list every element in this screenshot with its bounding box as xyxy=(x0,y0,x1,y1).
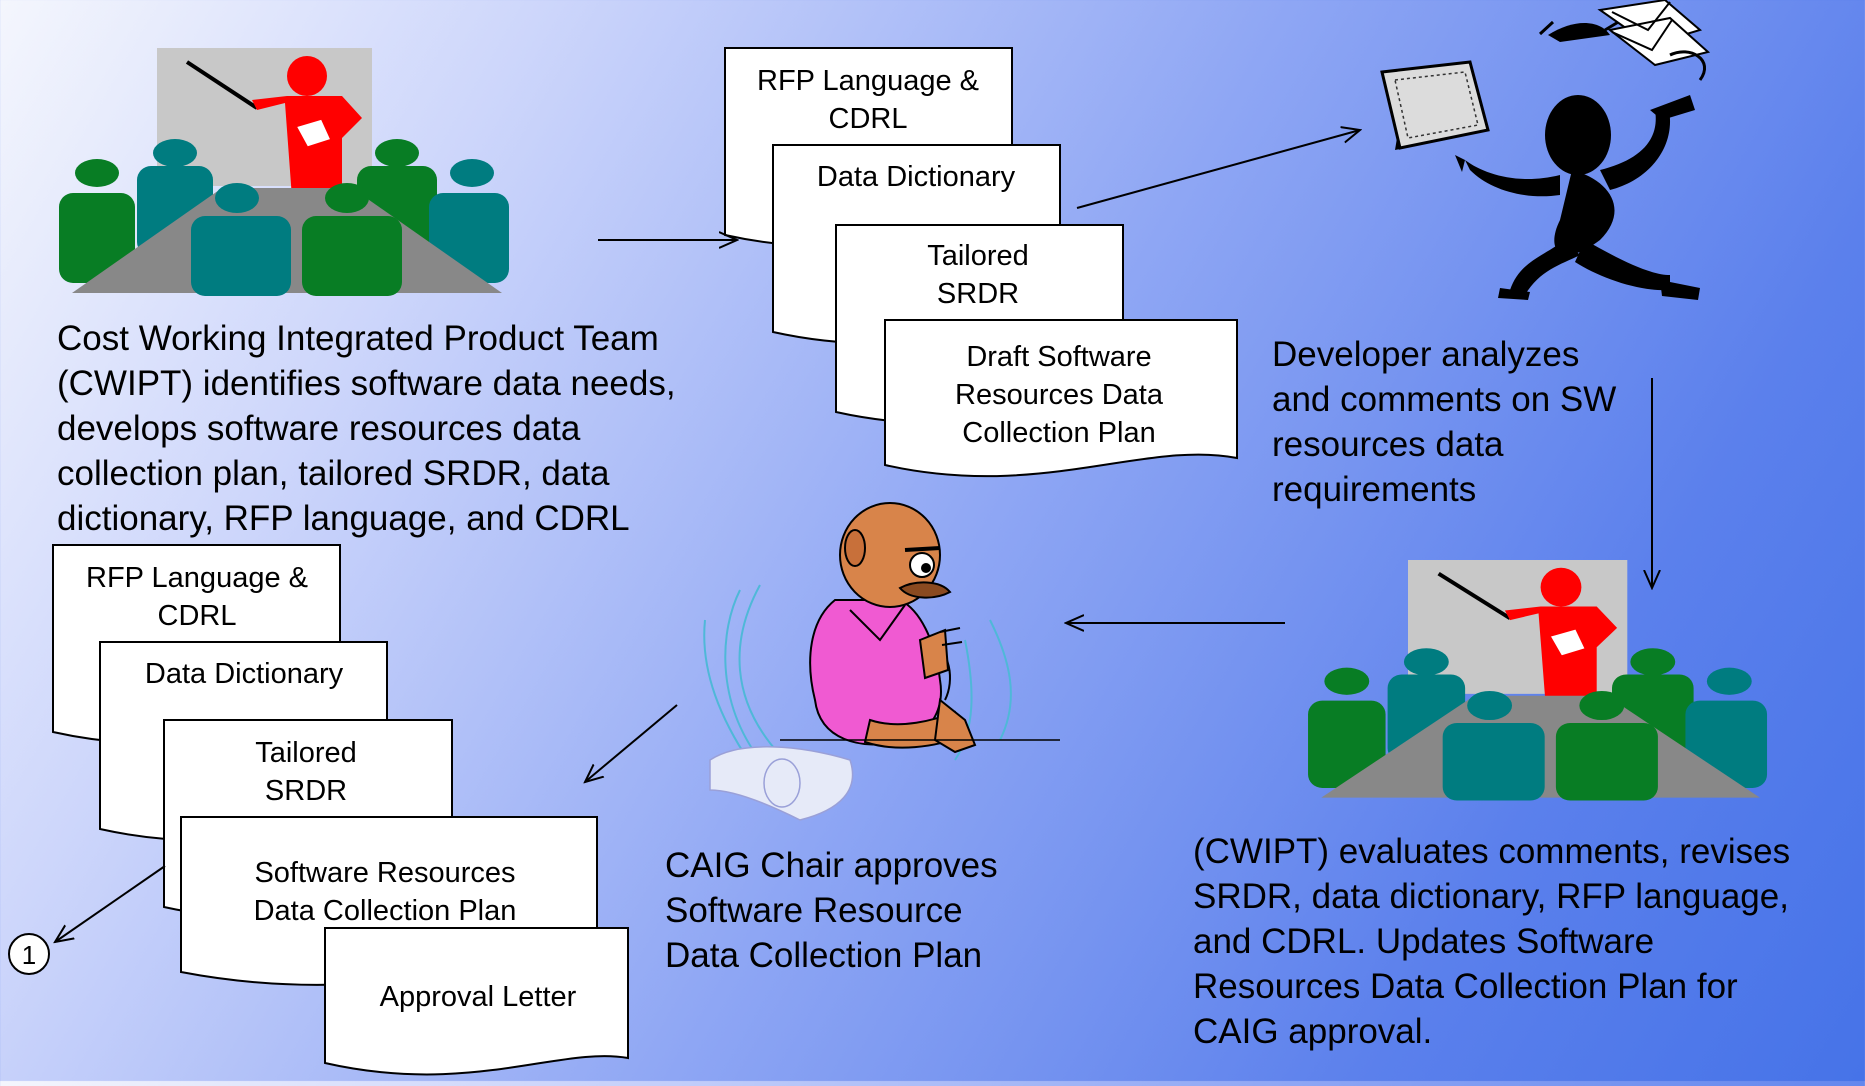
caption-cwipt-evaluates: (CWIPT) evaluates comments, revises SRDR… xyxy=(1193,832,1791,1051)
arrow-caig-to-docs xyxy=(585,704,678,782)
document-label-line: CDRL xyxy=(158,600,237,632)
document-label-line: SRDR xyxy=(265,775,347,807)
caption-cwipt-identifies: Cost Working Integrated Product Team (CW… xyxy=(57,319,676,538)
svg-text:RFP Language &CDRL: RFP Language & CDRL xyxy=(86,562,308,632)
document-stack-bottom: RFP Language & CDRL Data Dictionary Tailo… xyxy=(52,544,629,1076)
document-label-line: Tailored xyxy=(927,240,1029,272)
svg-text:Data Dictionary: Data Dictionary xyxy=(817,161,1016,193)
document-label-line: Data Dictionary xyxy=(817,161,1016,193)
caig-chair-figure xyxy=(703,502,1060,821)
document-label-line: Resources Data xyxy=(955,379,1164,411)
document-label-line: RFP Language & xyxy=(86,562,308,594)
caption-developer: Developer analyzes and comments on SW re… xyxy=(1272,335,1617,509)
document-label-line: Draft Software xyxy=(966,341,1151,373)
document-label-line: Data Collection Plan xyxy=(254,895,517,927)
svg-text:Data Dictionary: Data Dictionary xyxy=(145,658,344,690)
document-approval-letter: Approval Letter xyxy=(324,927,629,1076)
document-label-line: Software Resources xyxy=(254,857,515,889)
connector-label: 1 xyxy=(22,940,36,970)
svg-text:RFP Language &CDRL: RFP Language & CDRL xyxy=(757,65,979,135)
meeting-illustration-top xyxy=(57,46,511,298)
document-label-line: Collection Plan xyxy=(962,417,1155,449)
caption-caig-chair: CAIG Chair approves Software Resource Da… xyxy=(665,846,998,975)
arrow-docs-to-developer xyxy=(1076,130,1360,209)
meeting-illustration-bottom xyxy=(1308,560,1767,801)
document-label-line: Approval Letter xyxy=(380,981,577,1013)
document-label-line: CDRL xyxy=(829,103,908,135)
arrow-docs-to-connector xyxy=(55,865,166,942)
document-label-line: SRDR xyxy=(937,278,1019,310)
document-label-line: RFP Language & xyxy=(757,65,979,97)
svg-text:Approval Letter: Approval Letter xyxy=(380,981,577,1013)
connector-1: 1 xyxy=(8,933,50,975)
document-stack-top: RFP Language & CDRL Data Dictionary Tailo… xyxy=(724,47,1238,478)
developer-figure xyxy=(1380,0,1711,300)
document-label-line: Data Dictionary xyxy=(145,658,344,690)
document-label-line: Tailored xyxy=(255,737,357,769)
